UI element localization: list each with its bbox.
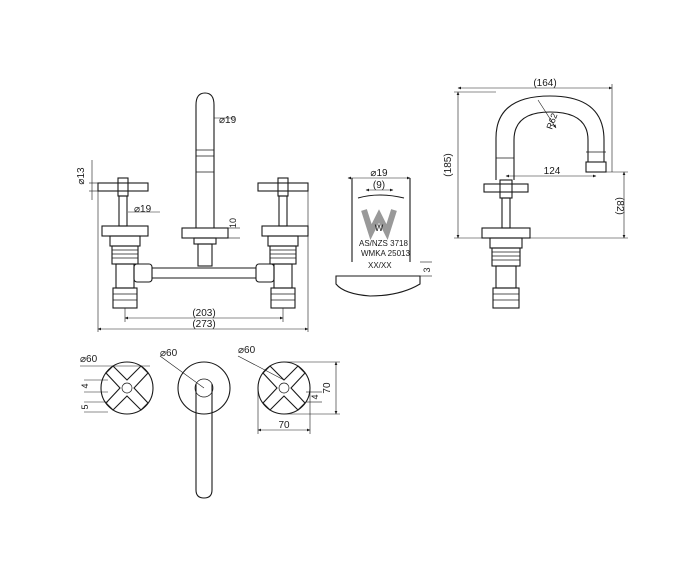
plan-dim-4-left-label: 4 xyxy=(80,383,90,388)
plan-dim-4-right-label: 4 xyxy=(310,394,320,399)
side-dim-82-label: (82) xyxy=(614,197,625,215)
plan-view: ⌀60 ⌀60 ⌀60 4 5 4 70 xyxy=(80,345,340,499)
aerator-section-view: ⌀19 (9) W AS/NZS 3718 WMKA 25013 XX/XX 3 xyxy=(335,168,432,297)
side-handle xyxy=(481,179,531,309)
right-valve xyxy=(257,177,309,309)
plan-left-handle xyxy=(100,361,154,415)
plan-dia-60-left-label: ⌀60 xyxy=(80,354,98,365)
plan-dim-70-width-label: 70 xyxy=(278,420,290,431)
side-dim-185-label: (185) xyxy=(443,153,454,176)
dim-203-label: (203) xyxy=(192,308,215,319)
standard-mark-line3: XX/XX xyxy=(368,261,392,270)
plan-dim-5-left-label: 5 xyxy=(80,404,90,409)
side-dimensions: (164) R62 124 (185) (82) xyxy=(443,78,628,239)
dim-stem-dia-label: ⌀19 xyxy=(134,204,152,215)
side-spout xyxy=(495,95,607,180)
standard-mark-line2: WMKA 25013 xyxy=(361,249,410,258)
side-dim-124-label: 124 xyxy=(544,166,561,177)
dim-13-label: ⌀13 xyxy=(76,167,87,185)
left-valve xyxy=(97,177,149,309)
plan-dimensions: ⌀60 ⌀60 ⌀60 4 5 4 70 xyxy=(80,345,340,434)
dim-spout-dia-label: ⌀19 xyxy=(219,115,237,126)
side-view: (164) R62 124 (185) (82) xyxy=(443,78,628,309)
connecting-pipe xyxy=(133,263,275,283)
section-dia-19-label: ⌀19 xyxy=(370,168,388,179)
plan-dia-60-right-label: ⌀60 xyxy=(238,345,256,356)
dim-10-label: 10 xyxy=(228,218,238,228)
side-dim-164-label: (164) xyxy=(533,78,556,89)
watermark-logo: W xyxy=(361,209,397,240)
section-dim-9-label: (9) xyxy=(373,180,385,191)
section-dim-3-label: 3 xyxy=(422,267,432,272)
plan-dim-70-height-label: 70 xyxy=(322,382,333,394)
plan-right-handle xyxy=(257,361,311,415)
radius-label: R62 xyxy=(544,112,559,131)
dim-273-label: (273) xyxy=(192,319,215,330)
front-dimensions: ⌀13 ⌀19 ⌀19 10 (203) (273) xyxy=(76,115,309,332)
spout xyxy=(181,92,229,267)
plan-dia-60-center-label: ⌀60 xyxy=(160,348,178,359)
plan-spout xyxy=(177,361,231,499)
standard-mark-line1: AS/NZS 3718 xyxy=(359,239,408,248)
front-view: ⌀13 ⌀19 ⌀19 10 (203) (273) xyxy=(76,92,309,332)
watermark-letter: W xyxy=(375,223,384,233)
